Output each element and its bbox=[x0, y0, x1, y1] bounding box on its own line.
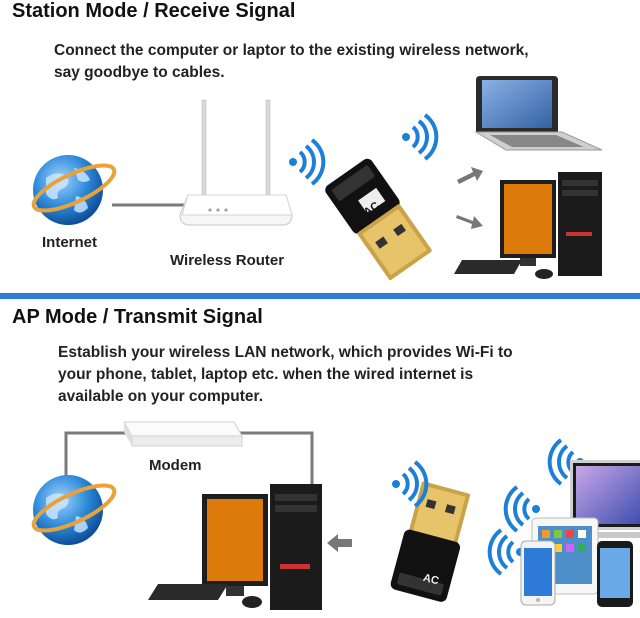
section-divider bbox=[0, 293, 640, 299]
ap-desc-line-2: your phone, tablet, laptop etc. when the… bbox=[58, 366, 474, 383]
internet-globe-icon bbox=[31, 475, 117, 545]
desktop-computer-image bbox=[454, 172, 602, 279]
ap-mode-description: Establish your wireless LAN network, whi… bbox=[58, 342, 618, 408]
modem-image bbox=[123, 421, 243, 447]
internet-label: Internet bbox=[42, 234, 98, 251]
station-mode-description: Connect the computer or laptor to the ex… bbox=[54, 40, 624, 84]
phone-image bbox=[520, 540, 556, 606]
station-mode-title: Station Mode / Receive Signal bbox=[12, 0, 296, 22]
adapter-badge: AC bbox=[422, 572, 441, 588]
wifi-signal-icon bbox=[289, 138, 326, 186]
usb-wifi-adapter-image: AC bbox=[390, 481, 471, 602]
wifi-signal-icon bbox=[487, 528, 524, 576]
station-desc-line-2: say goodbye to cables. bbox=[54, 64, 225, 81]
usb-wifi-adapter-image: AC bbox=[325, 158, 432, 280]
phone-image bbox=[597, 541, 633, 607]
wireless-router-image bbox=[179, 99, 293, 226]
internet-globe-icon bbox=[31, 155, 117, 225]
station-desc-line-1: Connect the computer or laptor to the ex… bbox=[54, 42, 529, 59]
ap-mode-title: AP Mode / Transmit Signal bbox=[12, 306, 263, 328]
desktop-computer-image bbox=[148, 484, 322, 610]
arrow-icons bbox=[456, 167, 483, 229]
wifi-signal-icon bbox=[402, 113, 439, 161]
wireless-router-label: Wireless Router bbox=[170, 252, 285, 269]
modem-label: Modem bbox=[149, 457, 202, 474]
wifi-signal-icon bbox=[503, 485, 540, 533]
ap-desc-line-3: available on your computer. bbox=[58, 388, 264, 405]
station-cables bbox=[112, 203, 190, 207]
arrow-icon bbox=[327, 534, 352, 552]
ap-desc-line-1: Establish your wireless LAN network, whi… bbox=[58, 344, 513, 361]
wifi-signal-icon bbox=[392, 460, 429, 508]
laptop-image bbox=[474, 76, 603, 151]
